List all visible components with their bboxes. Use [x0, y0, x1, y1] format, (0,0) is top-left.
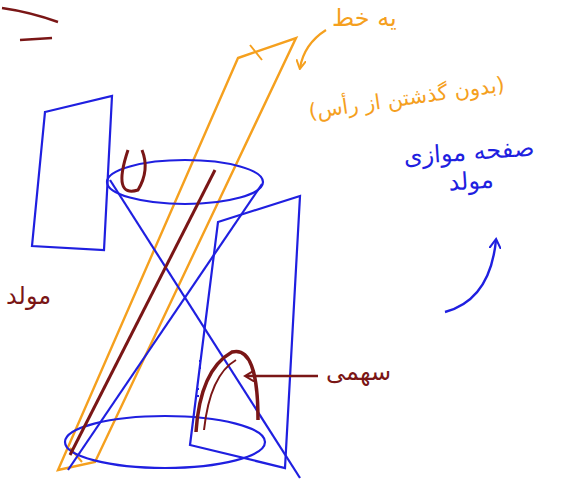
leader-arrow — [300, 30, 326, 68]
hidden-line — [198, 360, 200, 398]
generatrix-line — [70, 170, 215, 455]
cone-rim — [65, 416, 265, 468]
stray-stroke — [2, 8, 58, 22]
plane-ticks — [70, 45, 262, 462]
cone-side — [68, 184, 262, 470]
leader-arrow — [246, 375, 318, 377]
line-label: یه خط — [332, 4, 397, 33]
leader-arrow — [445, 240, 496, 312]
tangent-plane — [58, 38, 296, 470]
generatrix-label: مولد — [6, 282, 51, 311]
conic-curve — [122, 150, 145, 191]
cutting-plane — [32, 96, 112, 250]
cone-rim — [107, 160, 263, 204]
note-label: (بدون گذشتن از رأس) — [307, 72, 506, 124]
parabola-curve — [204, 360, 236, 430]
stray-stroke — [20, 38, 52, 40]
parabola-curve — [196, 351, 258, 432]
cone-side — [110, 180, 300, 478]
plane-label: صفحه موازی مولد — [398, 133, 542, 200]
parabola-label: سهمی — [326, 358, 391, 387]
